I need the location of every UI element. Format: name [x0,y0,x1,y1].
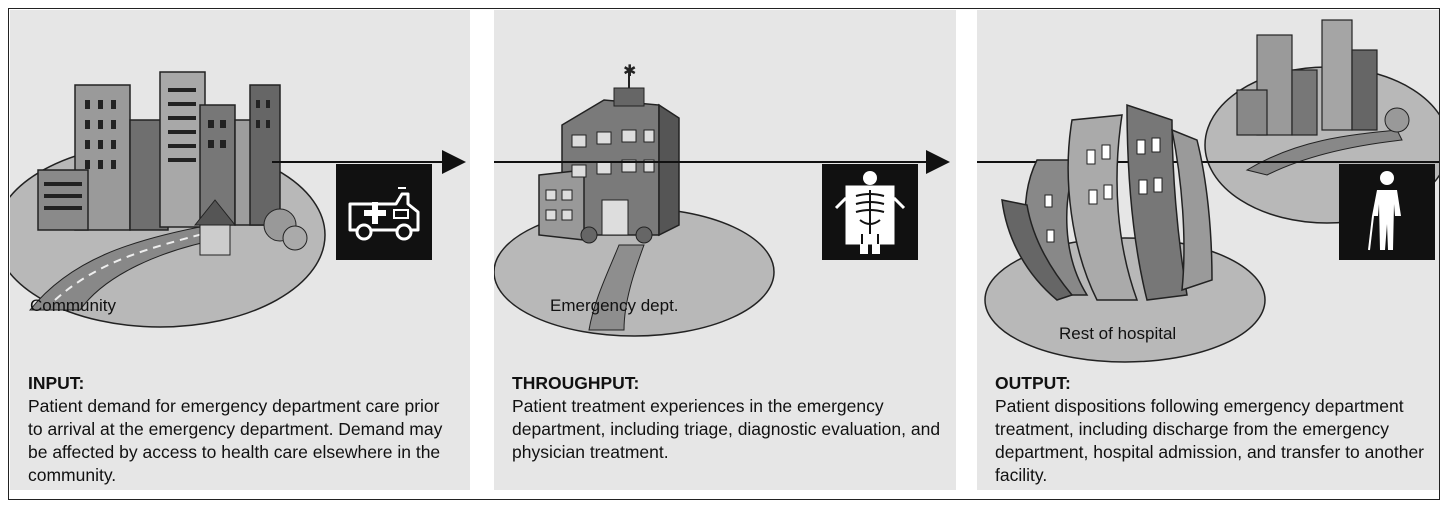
walking-person-icon [1368,171,1401,251]
input-text-block: INPUT: Patient demand for emergency depa… [28,372,458,487]
throughput-panel: ✱ Emergency dept. [494,10,956,490]
output-description: Patient dispositions following emergency… [995,396,1424,485]
output-text-block: OUTPUT: Patient dispositions following e… [995,372,1425,487]
xray-badge [822,164,918,260]
input-panel: Community INPUT: Patient demand for emer… [10,10,470,490]
walking-person-badge [1339,164,1435,260]
rest-of-hospital-illustration [977,19,1439,363]
output-heading: OUTPUT: [995,373,1071,393]
community-illustration [10,71,466,328]
ambulance-icon [348,187,420,241]
emergency-dept-illustration: ✱ [494,61,950,337]
input-description: Patient demand for emergency department … [28,396,443,485]
place-label-emergency-dept: Emergency dept. [550,296,679,315]
throughput-text-block: THROUGHPUT: Patient treatment experience… [512,372,942,464]
ambulance-badge [336,164,432,260]
xray-icon [834,171,906,254]
output-panel: Rest of hospital OUTPUT: Patient disposi… [977,10,1439,490]
throughput-description: Patient treatment experiences in the eme… [512,396,941,462]
input-heading: INPUT: [28,373,85,393]
throughput-heading: THROUGHPUT: [512,373,640,393]
place-label-community: Community [30,296,116,315]
svg-text:✱: ✱ [623,61,636,80]
place-label-rest-of-hospital: Rest of hospital [1059,324,1177,343]
